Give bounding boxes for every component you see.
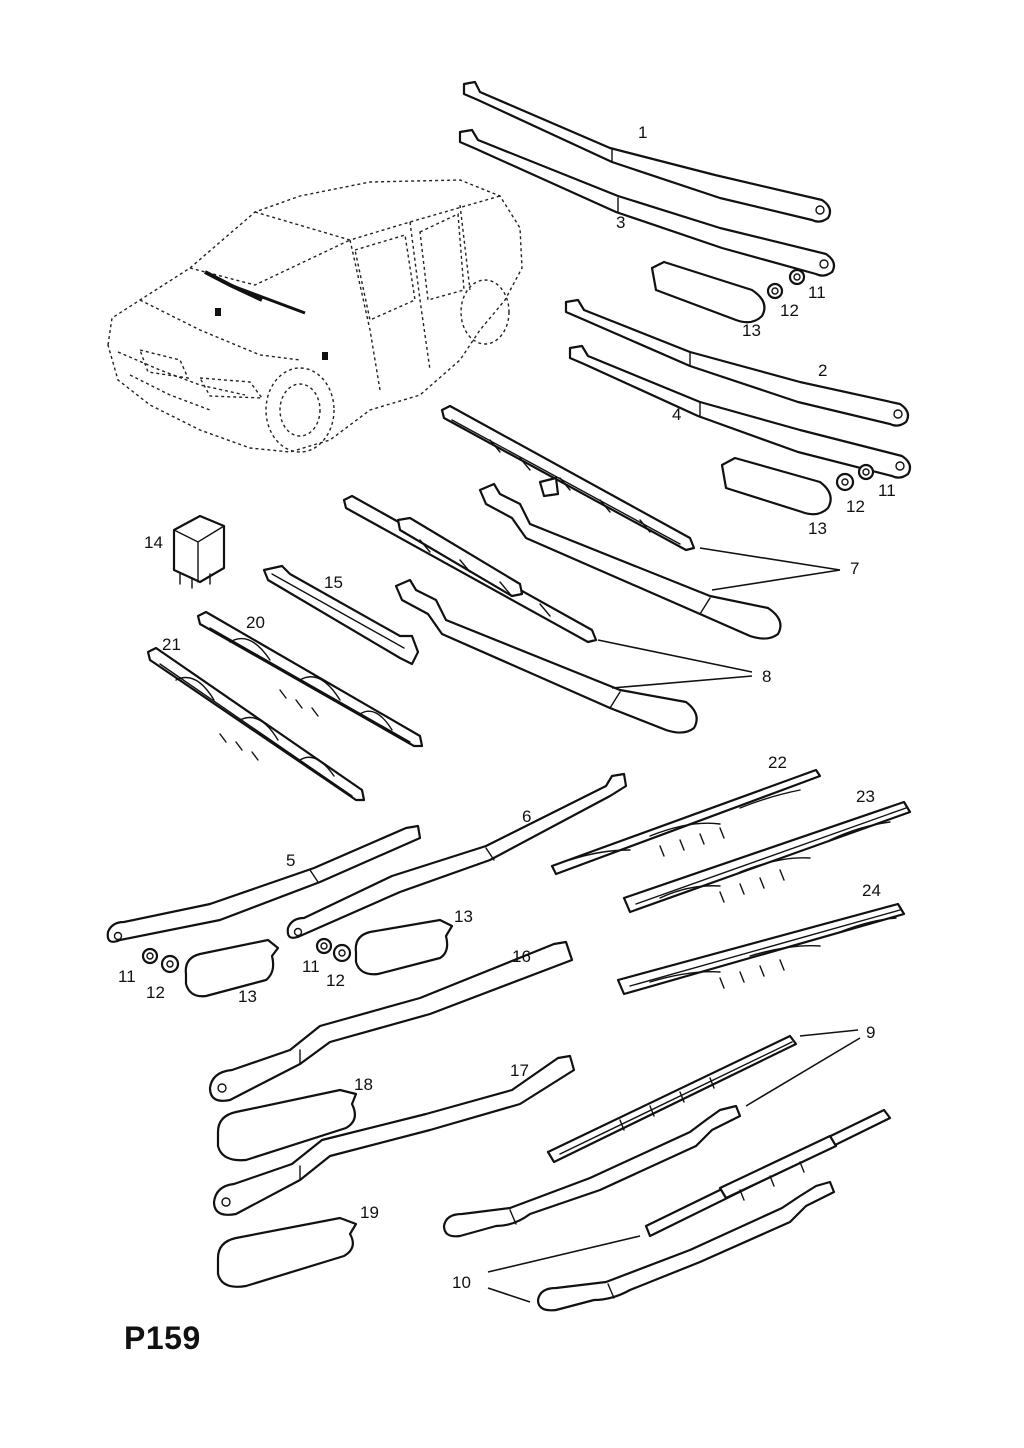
cap-13-upper — [650, 260, 766, 324]
car-illustration — [107, 179, 523, 453]
callout-6: 6 — [522, 807, 531, 826]
callout-10: 10 — [452, 1273, 471, 1292]
wiper-arm-17 — [212, 1054, 576, 1216]
wiper-arm-2 — [564, 298, 910, 427]
callout-21: 21 — [162, 635, 181, 654]
callout-11d: 11 — [302, 957, 320, 976]
cap-13-second — [720, 456, 832, 516]
callout-20: 20 — [246, 613, 265, 632]
callout-12: 12 — [780, 301, 799, 320]
callout-1: 1 — [638, 123, 647, 142]
callout-8: 8 — [762, 667, 771, 686]
wiper-arm-7 — [478, 482, 782, 640]
callout-22: 22 — [768, 753, 787, 772]
wiper-arm-4 — [568, 344, 912, 479]
cap-19 — [216, 1216, 358, 1288]
callout-15: 15 — [324, 573, 343, 592]
wiper-blade-7 — [440, 404, 696, 552]
nut-12-lower-right — [332, 943, 352, 963]
wiper-blade-20 — [196, 610, 424, 748]
wiper-arm-5 — [106, 824, 422, 943]
callout-2: 2 — [818, 361, 827, 380]
callout-13b: 13 — [808, 519, 827, 538]
washer-11-upper — [788, 268, 806, 286]
callout-11c: 11 — [118, 967, 136, 986]
cap-13-lower-right — [354, 918, 454, 976]
wiper-arm-10 — [536, 1180, 836, 1312]
callout-12b: 12 — [846, 497, 865, 516]
callout-16: 16 — [512, 947, 531, 966]
callout-19: 19 — [360, 1203, 379, 1222]
seal-15 — [262, 564, 420, 666]
nut-12-upper — [766, 282, 784, 300]
callout-17: 17 — [510, 1061, 529, 1080]
wiper-arm-9 — [442, 1104, 742, 1238]
callout-5: 5 — [286, 851, 295, 870]
wiper-blade-8 — [342, 494, 598, 644]
callout-labels: 1 3 11 12 13 2 4 11 12 13 7 8 14 15 20 2… — [118, 123, 896, 1292]
wiper-arm-16 — [208, 940, 574, 1102]
callout-23: 23 — [856, 787, 875, 806]
washer-11-lower-right — [315, 937, 333, 955]
callout-4: 4 — [672, 405, 681, 424]
washer-11-second — [857, 463, 875, 481]
callout-11: 11 — [808, 283, 826, 302]
callout-24: 24 — [862, 881, 881, 900]
relay-14 — [172, 514, 226, 589]
callout-9: 9 — [866, 1023, 875, 1042]
callout-3: 3 — [616, 213, 625, 232]
wiper-arm-3 — [458, 128, 836, 277]
callout-13: 13 — [742, 321, 761, 340]
wiper-blade-23 — [622, 800, 912, 914]
callout-11b: 11 — [878, 481, 896, 500]
callout-12c: 12 — [146, 983, 165, 1002]
nut-12-second — [835, 472, 855, 492]
callout-13d: 13 — [238, 987, 257, 1006]
cap-18 — [216, 1088, 358, 1162]
wiper-blade-9 — [546, 1034, 798, 1164]
leader-lines — [487, 547, 861, 1303]
cap-13-lower-left — [184, 938, 280, 998]
callout-13c: 13 — [454, 907, 473, 926]
callout-12d: 12 — [326, 971, 345, 990]
wiper-arm-6 — [286, 772, 628, 939]
nut-12-lower-left — [160, 954, 180, 974]
wiper-blade-22 — [550, 768, 822, 876]
wiper-blade-21 — [146, 646, 366, 802]
page-code: P159 — [124, 1320, 201, 1356]
wiper-blade-24 — [616, 902, 906, 996]
wiper-arm-8 — [394, 578, 698, 734]
washer-11-lower-left — [141, 947, 159, 965]
callout-7: 7 — [850, 559, 859, 578]
wiper-blade-10 — [644, 1108, 892, 1238]
wiper-arm-1 — [462, 80, 832, 223]
callout-14: 14 — [144, 533, 163, 552]
callout-18: 18 — [354, 1075, 373, 1094]
